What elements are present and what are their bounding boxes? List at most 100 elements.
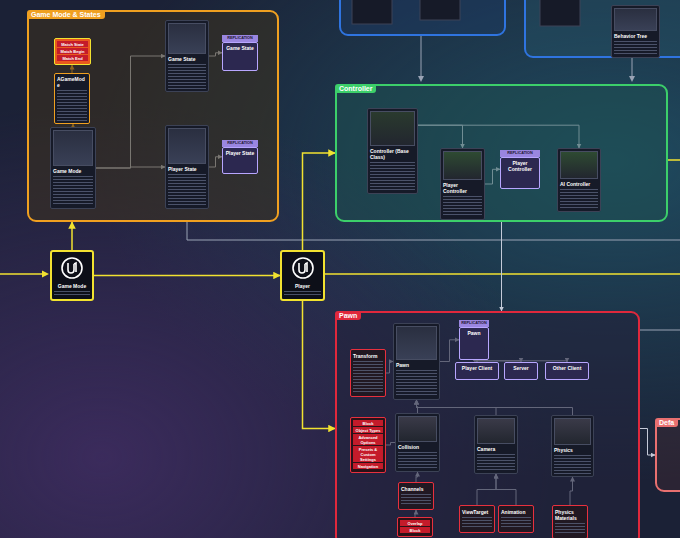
text-lines xyxy=(554,455,591,474)
info-card: Player State xyxy=(165,125,209,209)
tag-pill: Presets & Custom Settings xyxy=(353,446,383,462)
tag-pill: Match State xyxy=(57,41,88,47)
screenshot xyxy=(398,416,437,442)
network-box: Player Client xyxy=(455,362,499,380)
screenshot xyxy=(53,130,93,166)
arrow-head xyxy=(42,271,49,278)
link-line xyxy=(668,159,680,161)
tag-pill: Block xyxy=(353,420,383,426)
info-card: Player Controller xyxy=(440,148,485,220)
box-title: AGameMode xyxy=(57,76,87,88)
group-panel: PawnTransformPawnREPLICATIONPawnPlayer C… xyxy=(335,311,640,538)
partial-card xyxy=(540,0,580,26)
box-title: Animation xyxy=(501,509,531,515)
partial-card xyxy=(352,0,392,24)
card-title: Physics xyxy=(554,447,591,453)
text-lines xyxy=(353,361,383,393)
arrow-head xyxy=(629,76,635,82)
info-card: Behavior Tree xyxy=(611,5,660,58)
card-title: Collision xyxy=(398,444,437,450)
component-box: Animation xyxy=(498,505,534,533)
card-title: Player State xyxy=(168,166,206,172)
tag-pill: Object Types xyxy=(353,427,383,433)
partial-card xyxy=(420,0,460,20)
connector xyxy=(71,222,73,250)
component-box: Channels xyxy=(398,482,434,510)
info-card: AI Controller xyxy=(557,148,601,212)
connector xyxy=(640,429,655,456)
text-lines xyxy=(560,189,598,209)
connector xyxy=(303,153,336,250)
connector xyxy=(303,301,336,429)
network-box: Server xyxy=(504,362,538,380)
text-lines xyxy=(57,90,87,121)
screenshot xyxy=(477,418,515,444)
text-lines xyxy=(370,162,415,191)
tag-list: BlockObject TypesAdvanced OptionsPresets… xyxy=(350,417,386,473)
partial-panel xyxy=(340,0,505,35)
node-title: Game Mode xyxy=(54,283,90,289)
link-line xyxy=(187,222,680,240)
replication-box: REPLICATION Player State xyxy=(222,140,258,174)
info-card: Camera xyxy=(474,415,518,474)
replication-tag: REPLICATION xyxy=(222,35,258,42)
connector xyxy=(501,222,502,311)
box-title: Player Controller xyxy=(503,160,537,172)
box-title: ViewTarget xyxy=(462,509,492,515)
card-title: Game Mode xyxy=(53,168,93,174)
replication-tag: REPLICATION xyxy=(500,150,540,157)
text-lines xyxy=(501,517,531,529)
box-title: Transform xyxy=(353,353,383,359)
engine-logo xyxy=(291,256,315,280)
text-lines xyxy=(462,517,492,529)
text-lines xyxy=(398,452,437,469)
component-box: Transform xyxy=(350,349,386,397)
connector xyxy=(94,275,280,277)
box-title: Player State xyxy=(225,150,255,156)
text-lines xyxy=(396,370,437,397)
text-lines xyxy=(555,523,585,535)
text-lines xyxy=(53,176,93,206)
replication-box: Server xyxy=(504,362,538,380)
card-title: Game State xyxy=(168,56,206,62)
tag-list: OverlapBlock xyxy=(397,517,433,537)
replication-body: Pawn xyxy=(459,327,489,360)
engine-node: Player xyxy=(280,250,325,301)
screenshot xyxy=(560,151,598,179)
replication-box: REPLICATIONPawn xyxy=(459,320,489,360)
replication-tag: REPLICATION xyxy=(222,140,258,147)
replication-body: Player Controller xyxy=(500,157,540,189)
screenshot xyxy=(554,418,591,445)
screenshot xyxy=(443,151,482,180)
text-lines xyxy=(168,174,206,206)
group-panel: ControllerController (Base Class)Player … xyxy=(335,84,668,222)
box-title: Channels xyxy=(401,486,431,492)
class-box: AGameMode xyxy=(54,73,90,124)
text-lines xyxy=(54,291,90,297)
arrow-head xyxy=(418,76,424,82)
flow-line xyxy=(0,273,44,275)
tag-pill: Advanced Options xyxy=(353,434,383,445)
tag-pill: Match End xyxy=(57,55,88,61)
tag-pill: Overlap xyxy=(400,520,430,526)
panel-title: Controller xyxy=(335,84,376,93)
replication-tag: REPLICATION xyxy=(459,320,489,327)
tag-pill: Navigation xyxy=(353,463,383,469)
link-line xyxy=(640,330,680,331)
network-box: Other Client xyxy=(545,362,589,380)
replication-box: Other Client xyxy=(545,362,589,380)
partial-panel xyxy=(525,0,680,57)
box-title: Player Client xyxy=(458,365,496,371)
box-title: Other Client xyxy=(548,365,586,371)
card-title: Behavior Tree xyxy=(614,33,657,39)
screenshot xyxy=(168,128,206,164)
card-title: Pawn xyxy=(396,362,437,368)
text-lines xyxy=(284,291,321,297)
engine-logo xyxy=(60,256,84,280)
text-lines xyxy=(477,454,515,471)
replication-box: REPLICATIONGame State xyxy=(222,35,258,71)
panel-title: Pawn xyxy=(335,311,361,320)
tag-pill: Block xyxy=(400,527,430,533)
text-lines xyxy=(614,41,657,55)
